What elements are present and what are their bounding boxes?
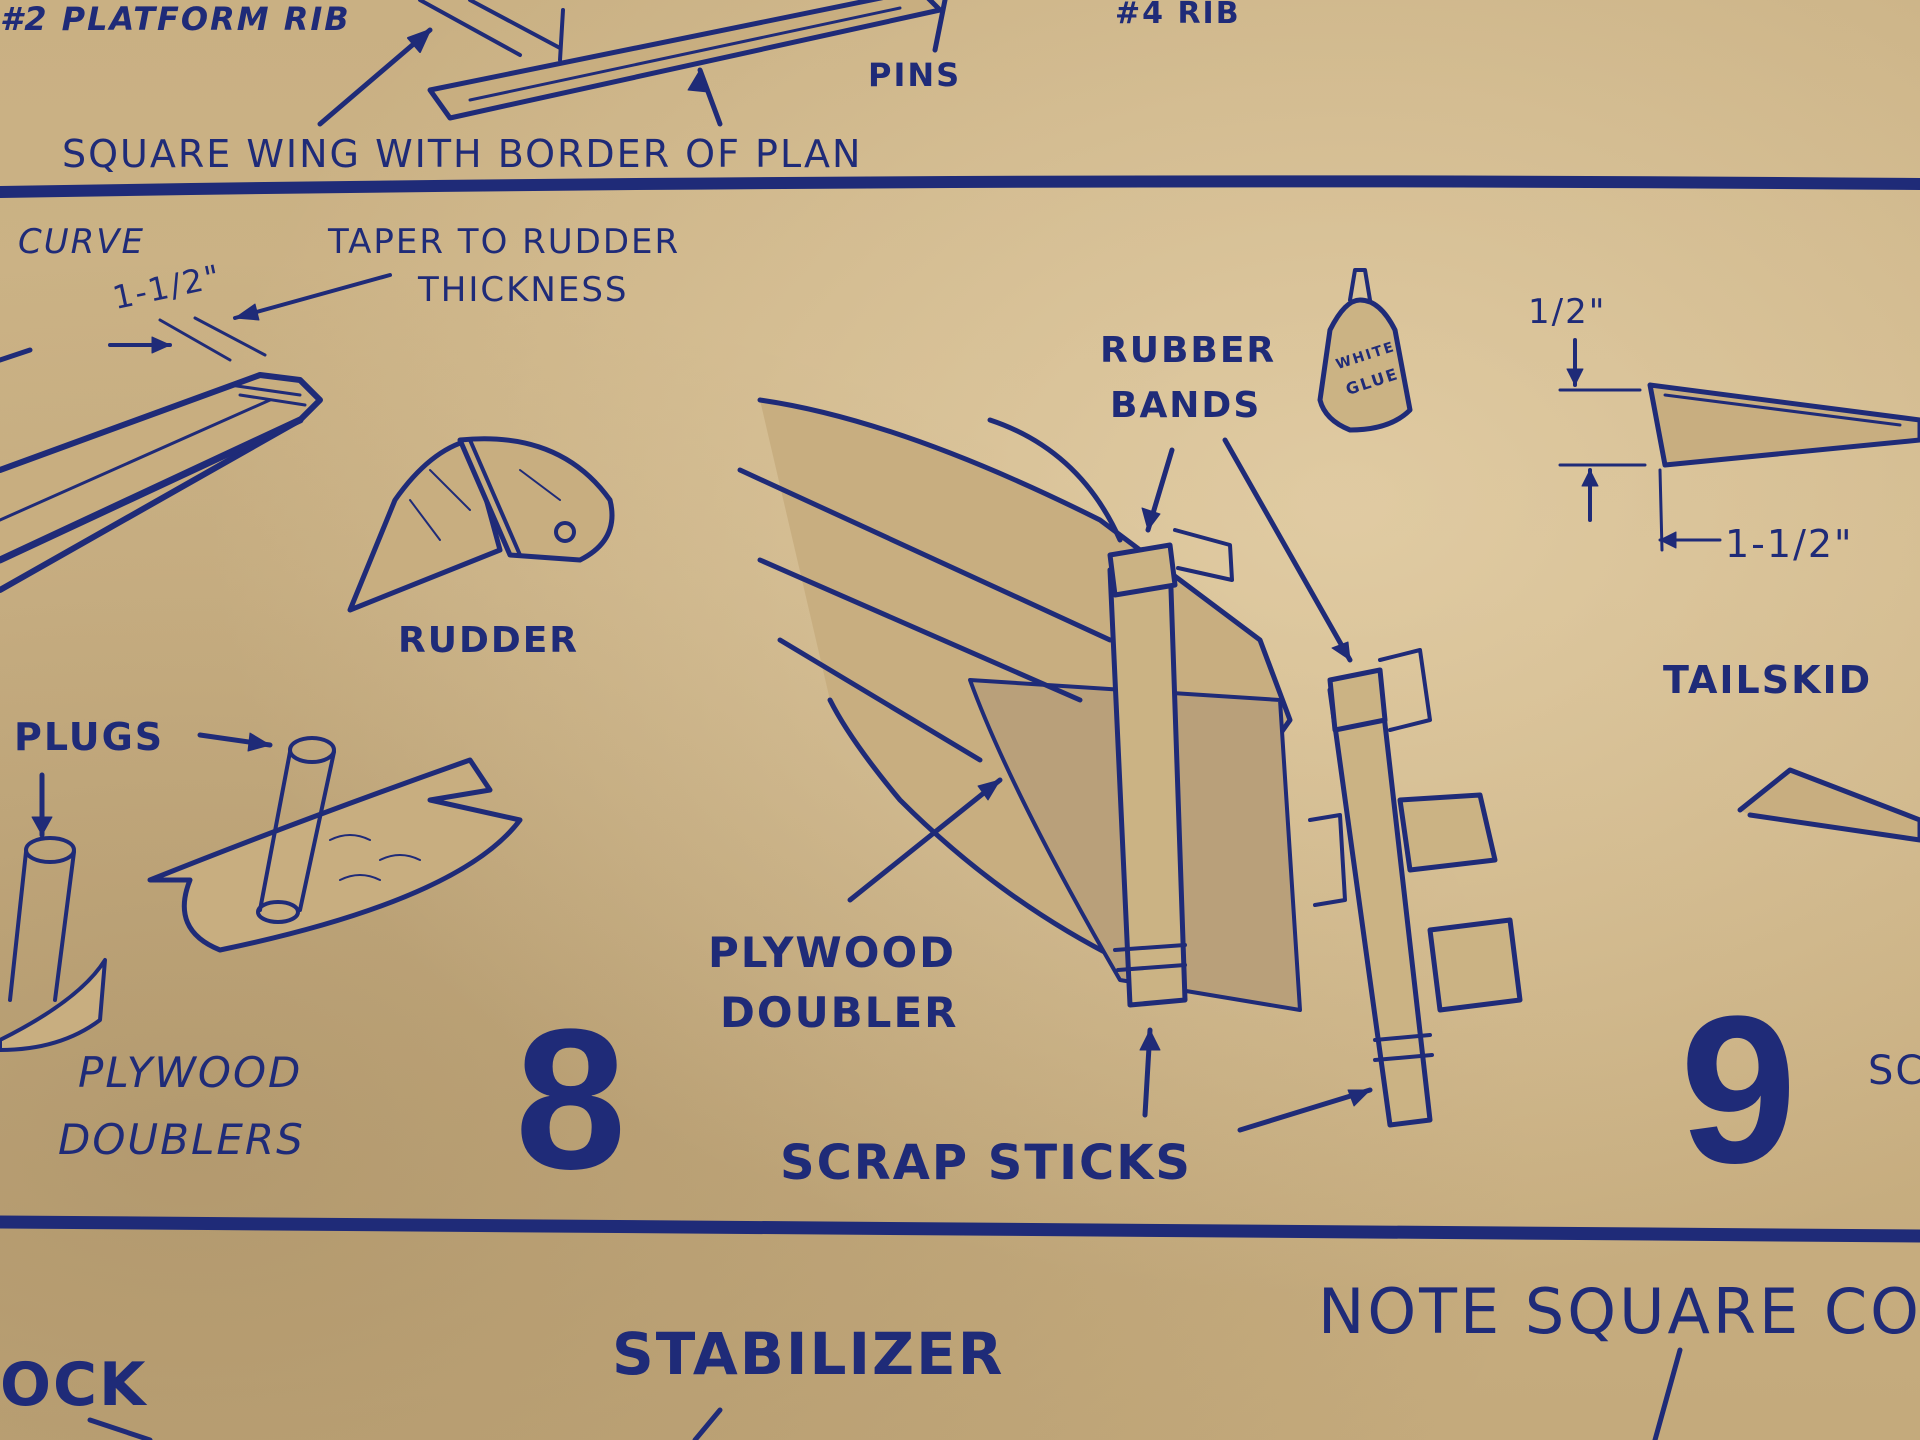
- square-wing-label: SQUARE WING WITH BORDER OF PLAN: [62, 132, 863, 176]
- rudder-label: RUDDER: [398, 620, 580, 661]
- taper-label-line2: THICKNESS: [418, 270, 629, 310]
- top-divider-line: [0, 175, 1920, 198]
- rubber-bands-line2: BANDS: [1110, 385, 1262, 426]
- right-dimension-label: 1-1/2": [1725, 522, 1854, 566]
- plywood-doubler-line2: DOUBLER: [720, 988, 959, 1037]
- platform-rib-label: #2 PLATFORM RIB: [0, 0, 351, 38]
- bottom-divider-line: [0, 1215, 1920, 1243]
- curve-label: CURVE: [18, 222, 145, 262]
- plywood-doublers-line1: PLYWOOD: [78, 1048, 303, 1097]
- taper-label-line1: TAPER TO RUDDER: [328, 222, 681, 262]
- plywood-doublers-line2: DOUBLERS: [58, 1115, 305, 1164]
- tailskid-label: TAILSKID: [1663, 658, 1873, 702]
- plywood-doubler-line1: PLYWOOD: [708, 928, 957, 977]
- scrap-sticks-label: SCRAP STICKS: [780, 1135, 1192, 1191]
- pins-label: PINS: [868, 56, 962, 94]
- rubber-bands-line1: RUBBER: [1100, 330, 1277, 371]
- step-8-number: 8: [515, 988, 627, 1211]
- note-label: NOTE SQUARE CO: [1318, 1275, 1920, 1348]
- half-inch-label: 1/2": [1528, 292, 1607, 332]
- rib4-label: #4 RIB: [1115, 0, 1241, 31]
- plugs-label: PLUGS: [14, 715, 165, 759]
- ock-label: OCK: [0, 1350, 148, 1420]
- step-9-number: 9: [1680, 972, 1797, 1207]
- sc-fragment-label: SC: [1868, 1048, 1920, 1094]
- stabilizer-label: STABILIZER: [612, 1320, 1005, 1388]
